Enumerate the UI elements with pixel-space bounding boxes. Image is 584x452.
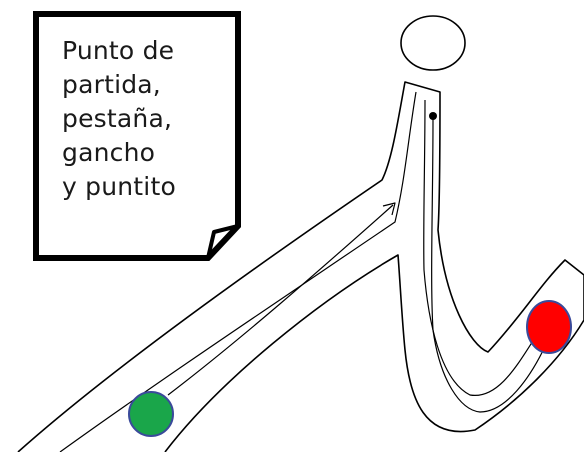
stem-start-dot	[429, 112, 437, 120]
arrowhead-icon	[382, 202, 396, 216]
direction-arrow	[167, 202, 396, 396]
note-line: pestaña,	[62, 104, 173, 133]
stem-track-line	[431, 117, 549, 413]
note-line: y puntito	[62, 172, 176, 201]
red-end-dot-icon	[526, 300, 572, 354]
note-card-border	[33, 11, 241, 261]
direction-arrow-shaft	[167, 204, 394, 396]
green-start-dot-icon	[128, 391, 174, 437]
note-line: gancho	[62, 138, 156, 167]
note-text: Punto de partida, pestaña, gancho y punt…	[62, 34, 222, 204]
note-line: Punto de	[62, 36, 175, 65]
note-card	[33, 11, 241, 261]
dot-guide-circle	[400, 15, 466, 71]
folded-corner-icon	[206, 224, 239, 259]
note-line: partida,	[62, 70, 161, 99]
